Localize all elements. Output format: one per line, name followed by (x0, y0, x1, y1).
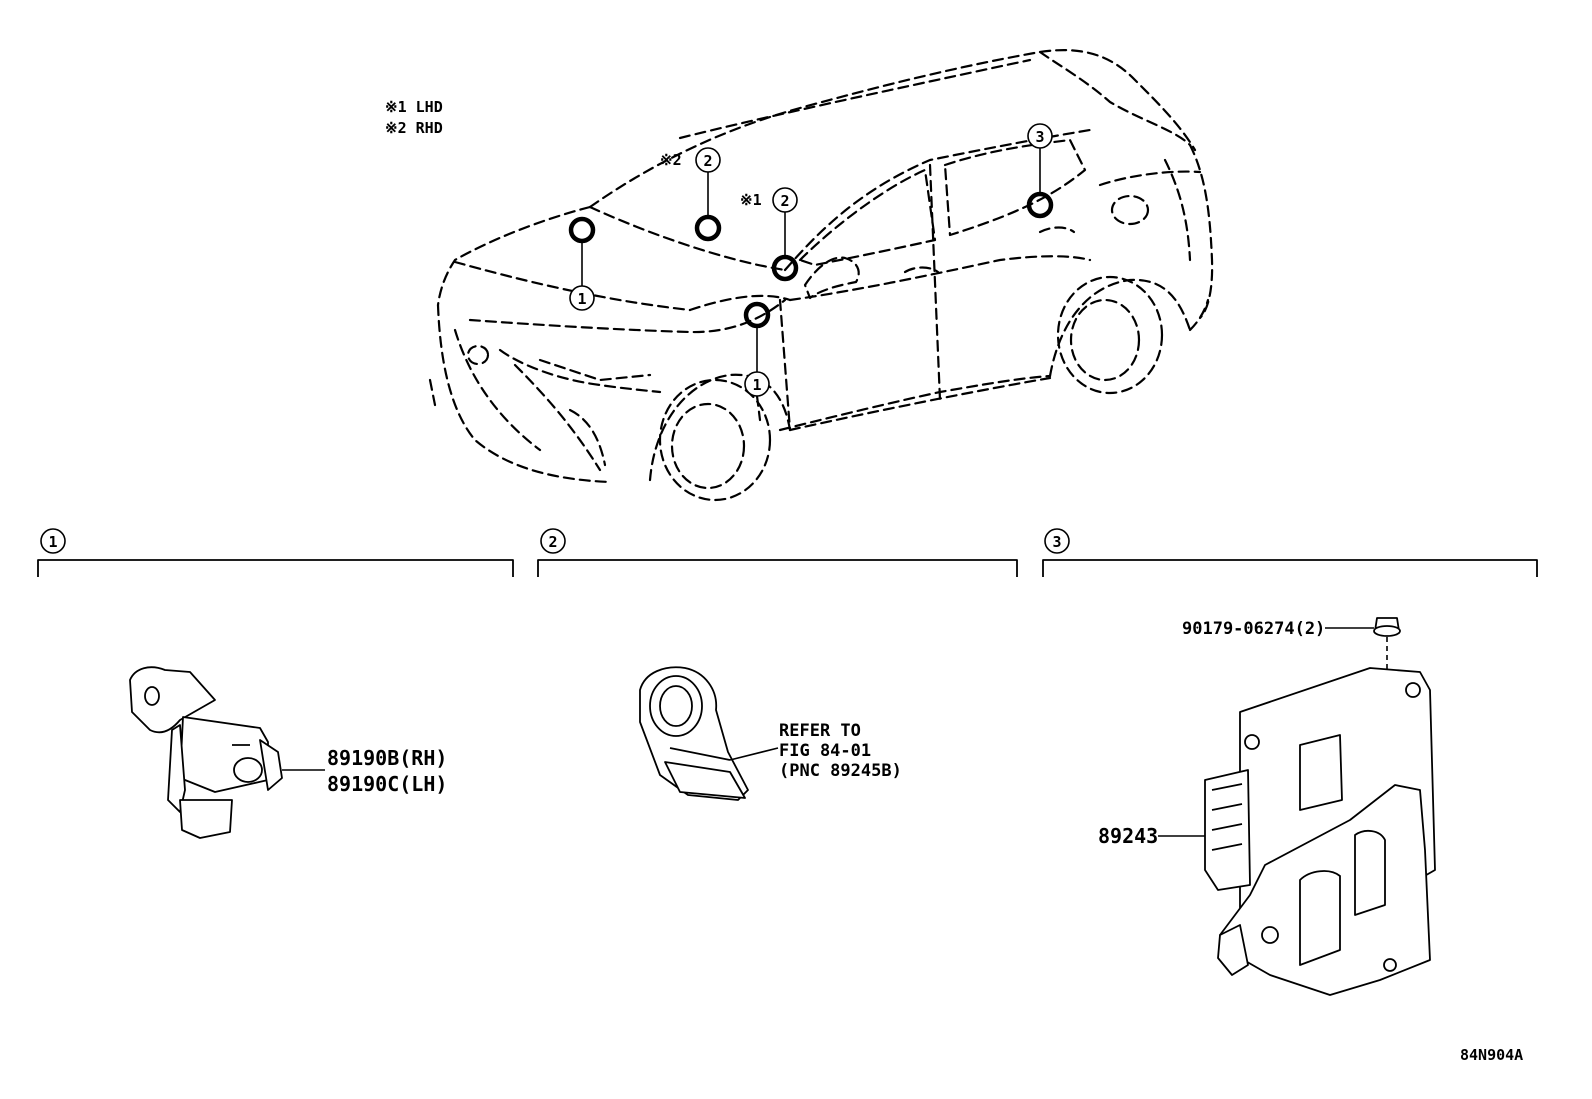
section-3-number: 3 (1052, 533, 1061, 551)
callout-mark-rhd: ※2 (660, 151, 682, 169)
figure-id: 84N904A (1460, 1046, 1523, 1064)
occupant-sensor-drawing (639, 666, 779, 801)
section-1-number: 1 (48, 533, 57, 551)
legend: ※1 LHD ※2 RHD (385, 98, 443, 137)
section-2-number: 2 (548, 533, 557, 551)
section-1-header: 1 (37, 528, 514, 577)
vehicle-sensor-markers: 1 2 ※2 2 ※1 1 3 (568, 123, 1054, 397)
legend-lhd: ※1 LHD (385, 98, 443, 116)
part-89190b-rh: 89190B(RH) (327, 746, 447, 770)
callout-1-side: 1 (752, 376, 761, 394)
marker-front-sensor-left (568, 216, 596, 244)
callout-2-lhd: 2 (780, 192, 789, 210)
callout-1-front: 1 (577, 290, 586, 308)
section-2-header: 2 (537, 528, 1018, 577)
ecu-drawing (1158, 667, 1436, 996)
part-90179-06274: 90179-06274(2) (1182, 619, 1325, 639)
callout-2-rhd: 2 (703, 152, 712, 170)
marker-rhd-center (694, 214, 722, 242)
section-3-header: 3 (1042, 528, 1538, 577)
marker-rear-sensor (1026, 191, 1054, 219)
part-89190c-lh: 89190C(LH) (327, 772, 447, 796)
callout-mark-lhd: ※1 (740, 191, 762, 209)
part-89243: 89243 (1098, 824, 1158, 848)
vehicle-outline (428, 49, 1214, 502)
callout-3: 3 (1035, 128, 1044, 146)
refer-to-line-3: (PNC 89245B) (779, 761, 902, 781)
legend-rhd: ※2 RHD (385, 119, 443, 137)
refer-to-line-2: FIG 84-01 (779, 741, 871, 761)
front-airbag-sensor-drawing (129, 666, 325, 839)
refer-to-line-1: REFER TO (779, 721, 861, 741)
